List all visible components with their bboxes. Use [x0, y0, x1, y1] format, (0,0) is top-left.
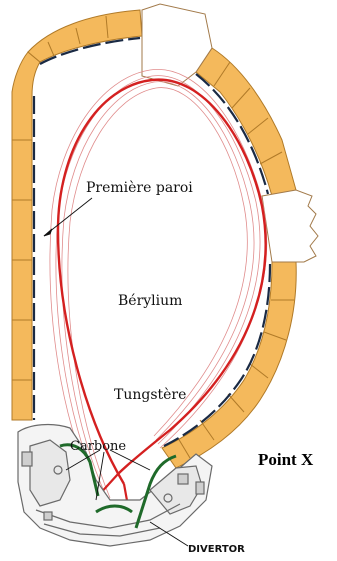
inboard-blanket	[12, 52, 40, 420]
beryllium-label: Bérylium	[118, 293, 182, 309]
equatorial-port	[262, 190, 318, 262]
carbone-label: Carbone	[70, 439, 126, 454]
premiere-paroi-label: Première paroi	[86, 180, 193, 196]
tungstene-label: Tungstère	[114, 387, 186, 403]
point-x-label: Point X	[258, 450, 314, 469]
divertor-label: DIVERTOR	[188, 544, 245, 555]
top-blanket	[28, 10, 142, 62]
